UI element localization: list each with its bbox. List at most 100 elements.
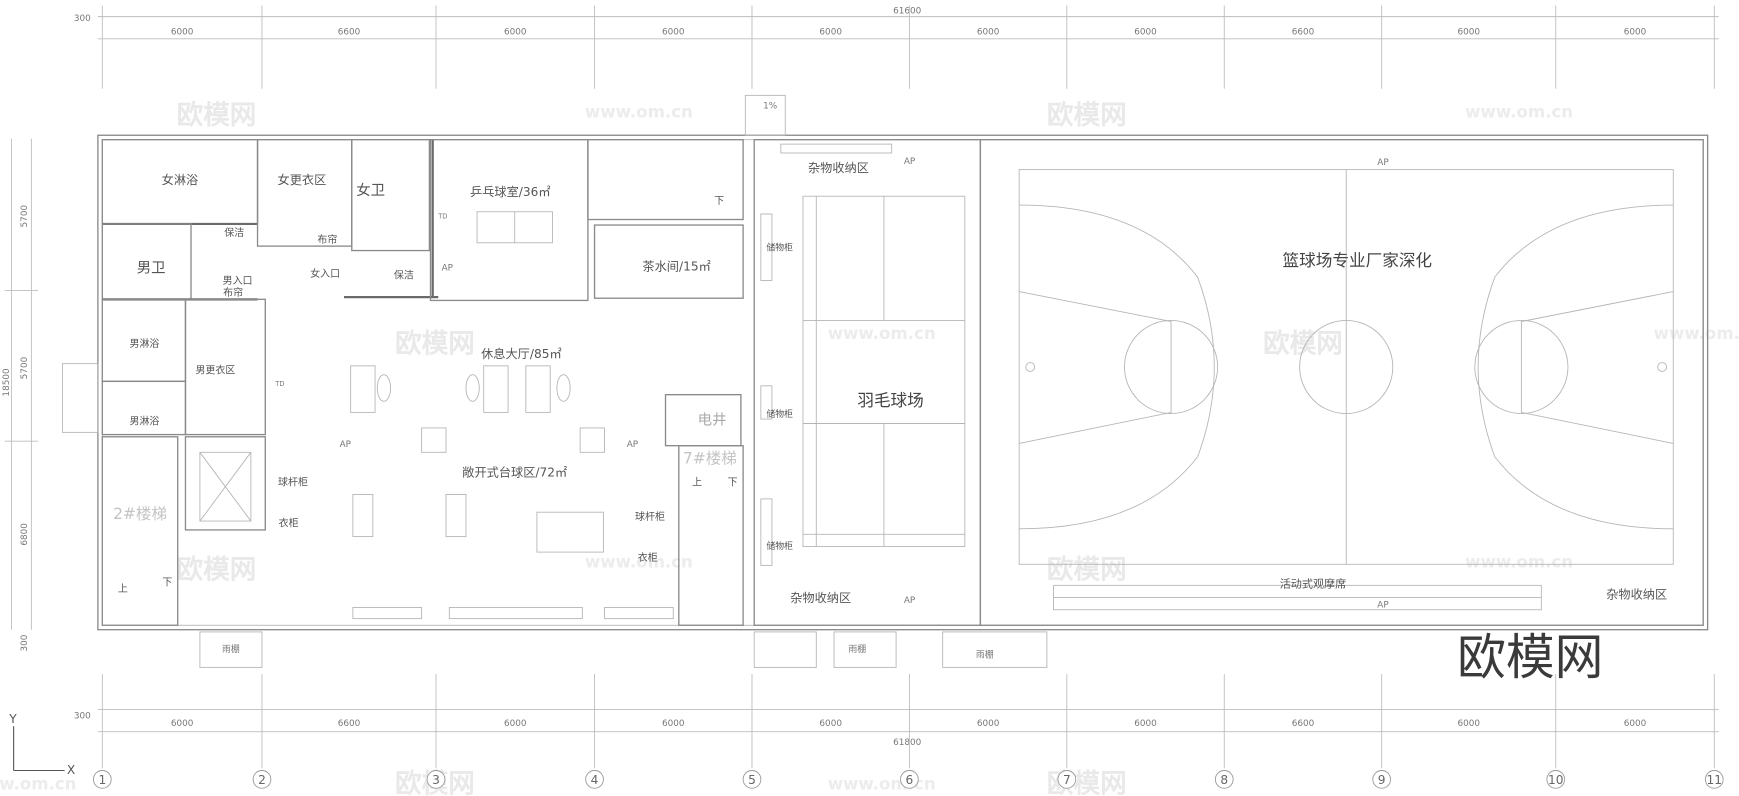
label-stair-7: 7#楼梯 (683, 449, 737, 467)
label-elec-shaft: 电井 (698, 412, 727, 429)
ap-marker: AP (904, 157, 916, 167)
bay-dim-bottom: 6000 (977, 719, 1000, 729)
left-total-dim: 18500 (2, 368, 12, 397)
bay-dim-top: 6000 (662, 27, 685, 37)
label-basketball: 篮球场专业厂家深化 (1283, 251, 1432, 270)
canopy-label: 雨棚 (976, 648, 994, 660)
bay-dim-top: 6000 (504, 27, 527, 37)
label-tea-room: 茶水间/15㎡ (642, 259, 710, 274)
ap-marker: AP (340, 440, 352, 450)
td-marker: TD (437, 212, 447, 220)
watermark-logo: 欧模网 (177, 555, 257, 586)
ap-marker: AP (904, 596, 916, 606)
label-up: 上 (692, 477, 702, 489)
axis-bubble (1704, 770, 1724, 789)
label-women-entrance: 女入口 (310, 267, 340, 280)
left-dimension: 18500 5700 5700 6800 300 (2, 138, 39, 651)
label-men-toilet: 男卫 (137, 261, 166, 277)
axis-label: 2 (258, 773, 266, 787)
label-women-toilet: 女卫 (356, 181, 385, 199)
label-up: 上 (118, 583, 128, 595)
left-dim-1: 5700 (20, 205, 30, 228)
axis-bubble (93, 770, 112, 789)
label-men-shower: 男淋浴 (129, 337, 159, 350)
top-offset-dim: 300 (74, 14, 91, 24)
watermark-logo: 欧模网 (1047, 100, 1127, 131)
label-billiards: 敞开式台球区/72㎡ (462, 465, 567, 480)
top-total-dim: 61600 (893, 6, 922, 16)
bay-dim-top: 6000 (977, 27, 1000, 37)
watermark-url: www.om.cn (828, 774, 936, 793)
label-pingpong: 乒乓球室/36㎡ (470, 184, 551, 199)
watermark-url: www.om.cn (1465, 103, 1573, 122)
axis-label: 10 (1548, 773, 1564, 787)
ap-marker: AP (442, 264, 454, 274)
bay-dim-bottom: 6600 (338, 719, 361, 729)
axis-grid: 1600060002660066003600060004600060005600… (93, 5, 1724, 789)
axis-label: 4 (591, 773, 599, 787)
axis-bubble (1372, 770, 1392, 789)
bottom-total-dim: 61800 (893, 738, 922, 748)
label-cleaning: 保洁 (224, 226, 244, 239)
canopy-4 (942, 631, 1048, 668)
ucs-y-label: Y (8, 712, 17, 726)
label-men-changing: 男更衣区 (195, 364, 235, 377)
bay-dim-bottom: 6000 (1134, 719, 1157, 729)
axis-label: 3 (432, 773, 440, 787)
watermark-url: www.om.cn (1465, 553, 1573, 572)
label-sundry-top: 杂物收纳区 (808, 161, 869, 175)
label-men-shower: 男淋浴 (129, 415, 159, 428)
left-dim-3: 6800 (20, 523, 30, 546)
canopy-label: 雨棚 (222, 643, 240, 655)
axis-bubble (252, 770, 272, 789)
watermarks: 欧模网欧模网欧模网欧模网欧模网欧模网欧模网欧模网www.om.cnwww.om.… (0, 100, 1739, 796)
bay-dim-bottom: 6600 (1292, 719, 1315, 729)
bay-dim-bottom: 6000 (504, 719, 527, 729)
ucs-icon: Y X (8, 712, 75, 777)
bottom-dimension: 61800 300 (74, 709, 1719, 748)
label-down: 下 (714, 196, 724, 207)
watermark-logo: 欧模网 (1263, 329, 1343, 360)
left-dim-2: 5700 (20, 356, 30, 379)
bay-dim-bottom: 6000 (662, 719, 685, 729)
badminton-court (753, 139, 982, 626)
canopy-label: 雨棚 (848, 643, 866, 655)
basketball-court (979, 139, 1704, 626)
ucs-x-label: X (67, 763, 75, 777)
bay-dim-top: 6000 (819, 27, 842, 37)
axis-label: 6 (906, 773, 914, 787)
td-marker: TD (274, 380, 284, 388)
watermark-url: www.om.cn (0, 774, 76, 793)
label-wardrobe: 衣柜 (638, 551, 658, 564)
axis-bubble (742, 770, 762, 789)
ap-marker: AP (1377, 158, 1389, 168)
label-storage: 储物柜 (766, 242, 793, 254)
bay-dim-bottom: 6000 (1624, 719, 1647, 729)
ap-markers: AP AP AP AP AP AP AP TD TD (274, 157, 1389, 610)
label-down: 下 (162, 577, 172, 588)
label-stair-2: 2#楼梯 (113, 505, 167, 523)
label-women-shower: 女淋浴 (162, 172, 199, 187)
watermark-logo: 欧模网 (395, 329, 475, 360)
bottom-offset-dim: 300 (74, 711, 91, 721)
label-men-entrance: 男入口 (223, 275, 253, 287)
label-cue-rack: 球杆柜 (635, 510, 665, 523)
canopy-3 (833, 631, 897, 668)
axis-bubble (426, 770, 446, 789)
label-cue-rack: 球杆柜 (278, 476, 308, 489)
watermark-url: www.om.cn (1654, 324, 1739, 343)
bay-dim-bottom: 6000 (1457, 719, 1480, 729)
ap-marker: AP (1377, 601, 1389, 611)
watermark-logo: 欧模网 (1047, 555, 1127, 586)
label-down: 下 (728, 478, 738, 489)
label-badminton: 羽毛球场 (857, 391, 923, 410)
room-labels: 女淋浴 女更衣区 女卫 乒乓球室/36㎡ 男卫 保洁 保洁 男入口 布帘 布帘 … (113, 157, 1667, 610)
watermark-url: www.om.cn (585, 103, 693, 122)
axis-bubble (585, 770, 604, 789)
canopy-1 (199, 631, 263, 668)
label-wardrobe: 衣柜 (279, 517, 299, 530)
watermark-url: www.om.cn (585, 553, 693, 572)
axis-bubble (1057, 770, 1077, 789)
axis-label: 5 (748, 773, 756, 787)
